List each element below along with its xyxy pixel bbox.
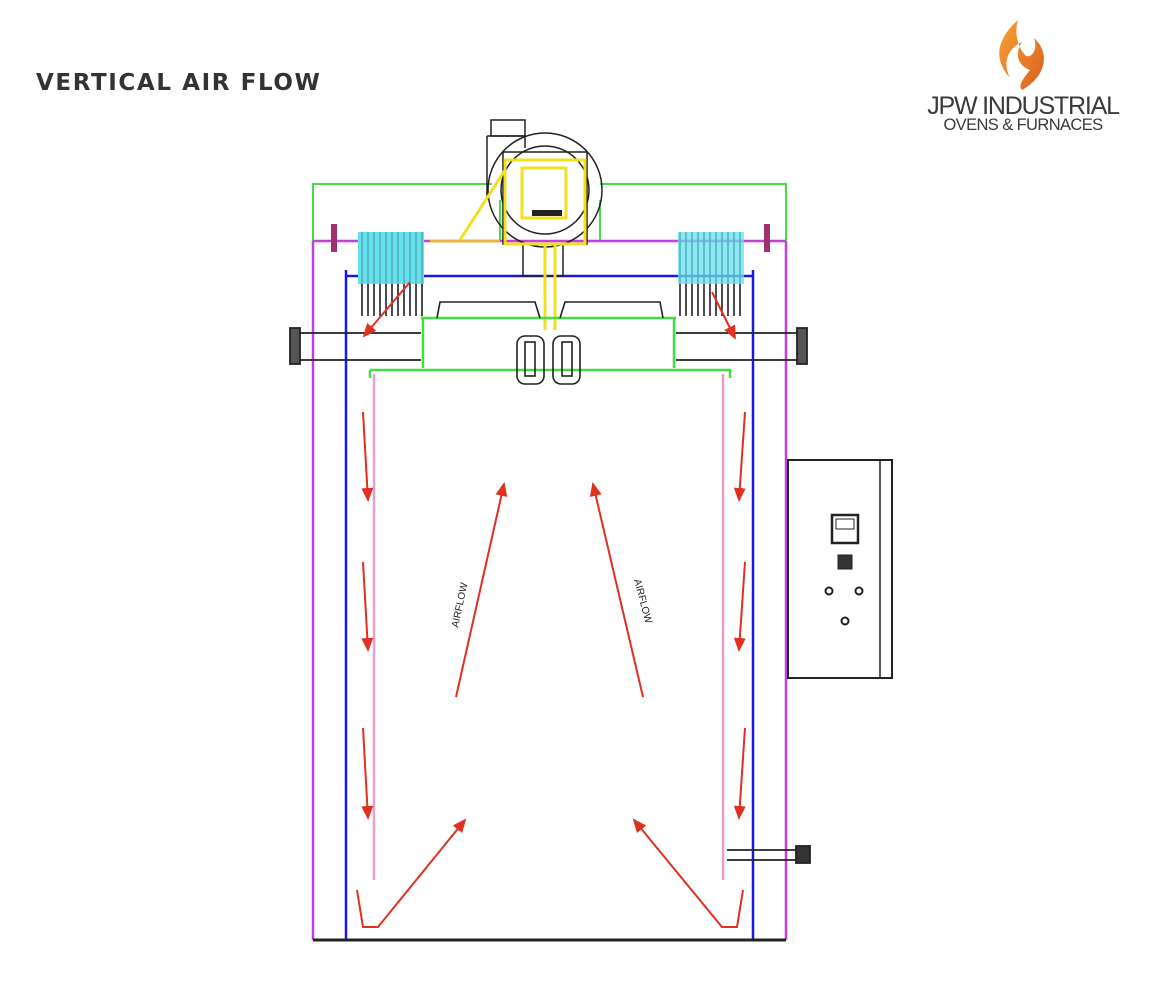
flame-icon bbox=[999, 20, 1044, 90]
outer-wall bbox=[311, 239, 788, 940]
power-switch bbox=[837, 554, 853, 570]
control-panel bbox=[787, 459, 893, 679]
fan-wheels bbox=[436, 301, 664, 385]
inner-baffles bbox=[372, 374, 725, 880]
mount-pins bbox=[331, 224, 770, 252]
logo-line1: JPW INDUSTRIAL bbox=[927, 92, 1120, 120]
airflow-label-right: AIRFLOW bbox=[631, 578, 654, 625]
logo-line2: OVENS & FURNACES bbox=[943, 116, 1103, 134]
heater-left bbox=[358, 232, 424, 316]
side-tubes bbox=[289, 327, 811, 864]
plenum bbox=[368, 316, 732, 378]
airflow-arrows bbox=[356, 281, 746, 928]
blower-motor bbox=[458, 158, 587, 330]
company-logo: JPW INDUSTRIAL OVENS & FURNACES bbox=[918, 18, 1128, 138]
heater-right bbox=[678, 232, 744, 316]
blower-shaft bbox=[532, 210, 562, 216]
airflow-label-left: AIRFLOW bbox=[450, 581, 470, 628]
page-title: VERTICAL AIR FLOW bbox=[36, 70, 322, 96]
